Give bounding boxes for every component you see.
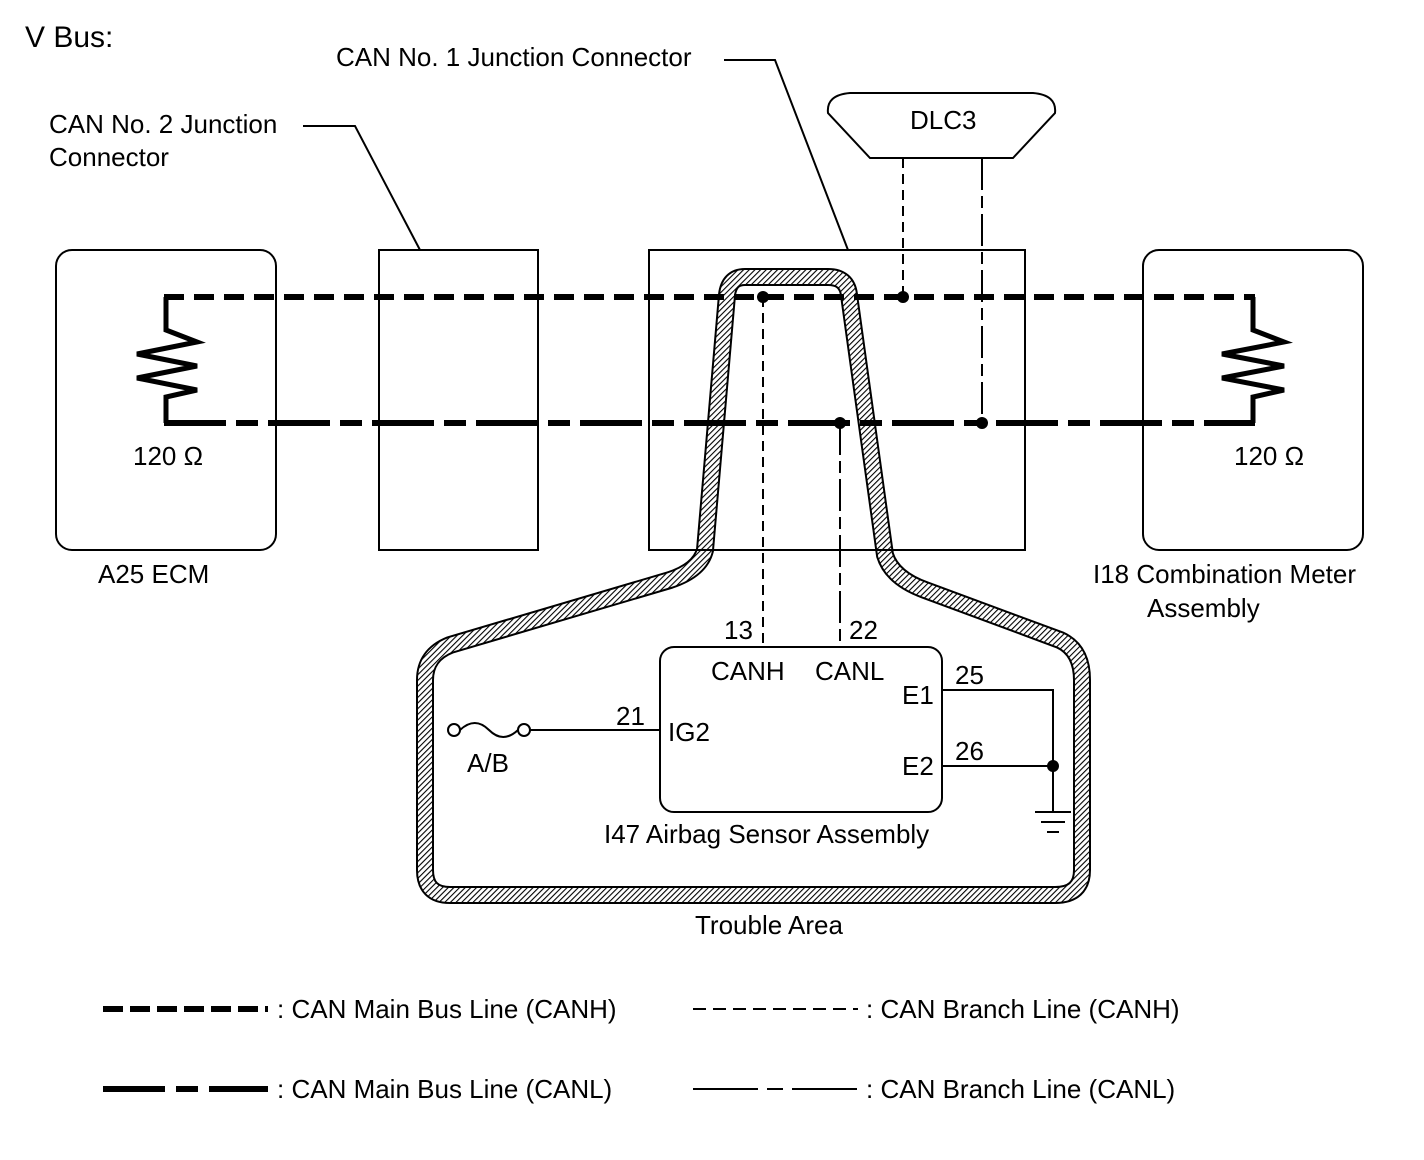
trouble-area-outline (416, 268, 1091, 904)
legend: : CAN Main Bus Line (CANH) : CAN Branch … (103, 994, 1180, 1104)
combination-meter-box (1142, 249, 1364, 551)
meter-label-line1: I18 Combination Meter (1093, 559, 1356, 589)
junction-connector-2-label-line2: Connector (49, 142, 169, 172)
pin-13-number: 13 (724, 615, 753, 645)
pin-e2-name: E2 (902, 751, 934, 781)
leader-junction-1 (724, 59, 849, 251)
junction-dot-canh-dlc3 (897, 291, 909, 303)
diagram-title: V Bus: (25, 21, 113, 54)
legend-branch-canl: : CAN Branch Line (CANL) (866, 1074, 1175, 1104)
pin-25-number: 25 (955, 660, 984, 690)
ground-junction-dot (1047, 760, 1059, 772)
leader-junction-2 (303, 125, 421, 251)
fuse-label: A/B (467, 748, 509, 778)
dlc3-label: DLC3 (910, 105, 976, 135)
junction-connector-2-label-line1: CAN No. 2 Junction (49, 109, 277, 139)
fuse-icon (447, 722, 531, 738)
junction-dot-canh-airbag (757, 291, 769, 303)
pin-e1-name: E1 (902, 680, 934, 710)
dlc3-connector (826, 92, 1057, 159)
junction-connector-1-label: CAN No. 1 Junction Connector (336, 42, 692, 72)
junction-dot-canl-dlc3 (976, 417, 988, 429)
junction-connector-1-box (648, 249, 1026, 551)
resistor-ecm (136, 297, 206, 423)
ecm-label: A25 ECM (98, 559, 209, 589)
pin-26-number: 26 (955, 736, 984, 766)
pin-canh-name: CANH (711, 656, 785, 686)
ground-icon (1035, 811, 1071, 833)
junction-dot-canl-airbag (834, 417, 846, 429)
pin-22-number: 22 (849, 615, 878, 645)
meter-label-line2: Assembly (1147, 593, 1260, 623)
legend-main-canh: : CAN Main Bus Line (CANH) (277, 994, 617, 1024)
airbag-sensor-label: I47 Airbag Sensor Assembly (604, 819, 929, 849)
ecm-box (55, 249, 277, 551)
ecm-resistance-label: 120 Ω (133, 441, 203, 471)
trouble-area-label: Trouble Area (695, 910, 843, 940)
legend-branch-canh: : CAN Branch Line (CANH) (866, 994, 1180, 1024)
resistor-meter (1221, 297, 1294, 423)
pin-canl-name: CANL (815, 656, 884, 686)
meter-resistance-label: 120 Ω (1234, 441, 1304, 471)
pin-ig2-name: IG2 (668, 717, 710, 747)
junction-connector-2-box (378, 249, 539, 551)
legend-main-canl: : CAN Main Bus Line (CANL) (277, 1074, 612, 1104)
pin-21-number: 21 (616, 701, 645, 731)
